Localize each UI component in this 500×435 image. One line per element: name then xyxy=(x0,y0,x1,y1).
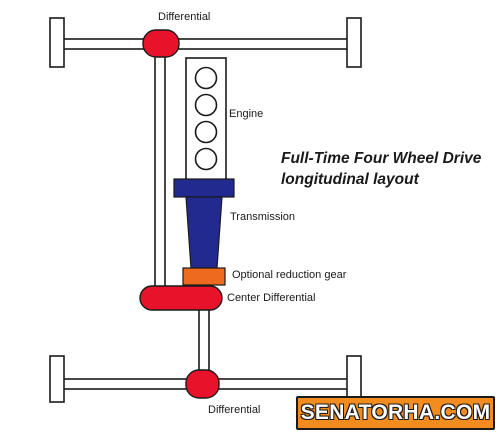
center-differential-label: Center Differential xyxy=(227,292,316,304)
engine-cylinder xyxy=(194,147,218,171)
reduction-gear-label: Optional reduction gear xyxy=(232,269,347,281)
reduction-gear-block xyxy=(182,267,226,286)
engine-cylinder xyxy=(194,93,218,117)
diagram-title-line-1: Full-Time Four Wheel Drive xyxy=(281,150,482,167)
rear-differential xyxy=(185,369,220,399)
watermark-badge: SENATORHA.COM xyxy=(296,396,495,430)
engine-cylinder xyxy=(194,66,218,90)
diagram-title: Full-Time Four Wheel Drive longitudinal … xyxy=(281,148,481,190)
transmission-label: Transmission xyxy=(230,211,295,223)
front-right-wheel xyxy=(346,17,362,68)
front-differential xyxy=(142,29,180,58)
transmission-body xyxy=(185,196,223,269)
front-driveshaft xyxy=(154,54,166,294)
diagram-title-line-2: longitudinal layout xyxy=(281,171,419,188)
rear-differential-label: Differential xyxy=(208,404,261,416)
transmission-bell-housing xyxy=(173,178,235,198)
engine-cylinder xyxy=(194,120,218,144)
front-differential-label: Differential xyxy=(158,11,211,23)
rear-left-wheel xyxy=(49,355,65,403)
front-axle-shaft xyxy=(61,38,351,50)
center-differential xyxy=(139,285,223,311)
engine-label: Engine xyxy=(229,108,264,120)
front-left-wheel xyxy=(49,17,65,68)
